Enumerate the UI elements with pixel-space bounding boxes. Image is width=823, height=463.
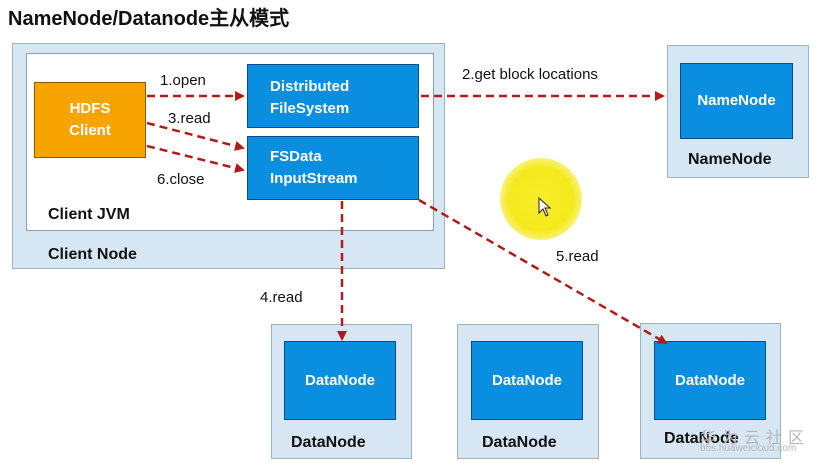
edge-read-5 [418,198,668,345]
edge-label-read-5: 5.read [556,248,599,265]
namenode-node: NameNode [680,63,793,139]
edge-label-read-3: 3.read [168,110,211,127]
client-jvm-label: Client JVM [48,206,130,223]
watermark-url: bbs.huaweicloud.com [700,443,797,454]
datanode-node-1: DataNode [284,341,396,420]
distributed-filesystem-node: Distributed FileSystem [247,64,419,128]
edge-label-read-4: 4.read [260,289,303,306]
edge-read-3 [146,121,245,151]
hdfs-client-node: HDFS Client [34,82,146,158]
page-title: NameNode/Datanode主从模式 [8,8,290,30]
watermark-brand: 华为云社区 [700,430,811,447]
datanode-label-2: DataNode [482,434,557,451]
edge-label-open: 1.open [160,72,206,89]
cursor-highlight [500,158,582,240]
mouse-cursor-icon [538,197,552,217]
datanode-node-3: DataNode [654,341,766,420]
datanode-node-2: DataNode [471,341,583,420]
datanode-label-3: DataNode [664,430,739,447]
edge-label-close: 6.close [157,171,205,188]
edge-close [146,144,245,173]
fsdata-inputstream-node: FSData InputStream [247,136,419,200]
namenode-label: NameNode [688,151,772,168]
edge-label-get-block-locations: 2.get block locations [462,66,598,83]
datanode-label-1: DataNode [291,434,366,451]
client-node-label: Client Node [48,246,137,263]
